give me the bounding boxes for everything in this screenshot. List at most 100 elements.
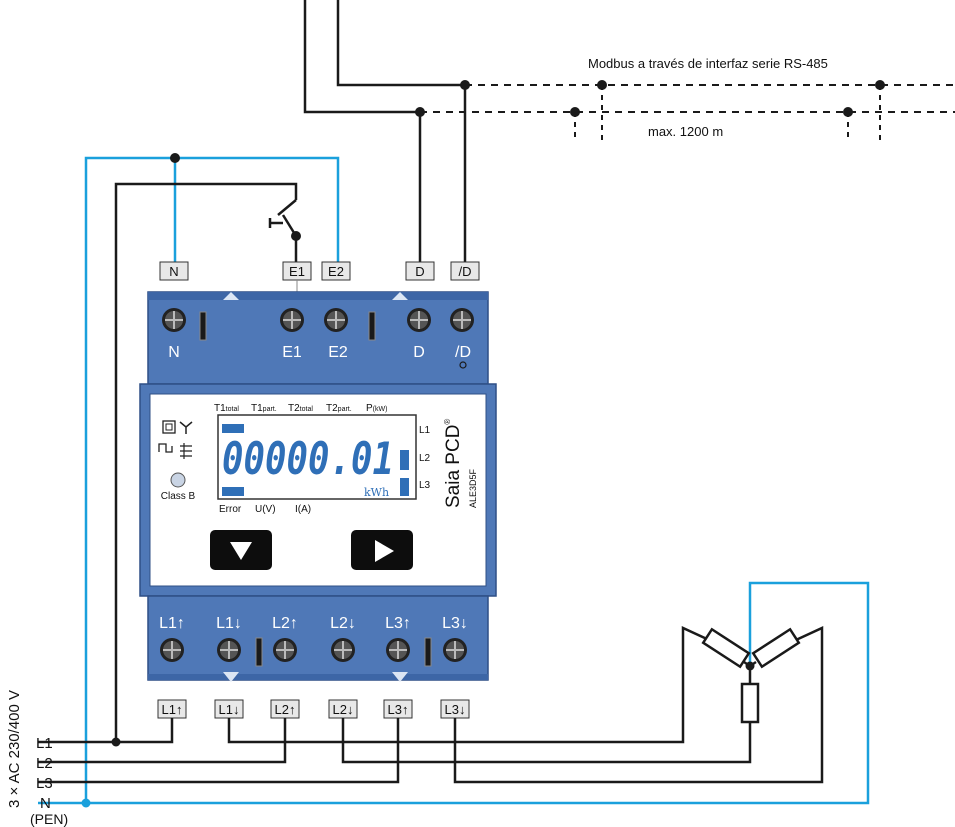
- lcd-screen: [217, 414, 417, 500]
- terminal-e2[interactable]: E2: [321, 261, 351, 281]
- svg-text:L3↓: L3↓: [442, 615, 468, 632]
- modbus-bus: [303, 0, 955, 262]
- svg-text:N: N: [40, 795, 51, 812]
- svg-text:L1↓: L1↓: [216, 615, 242, 632]
- screw-d[interactable]: [407, 308, 431, 332]
- screw-e2[interactable]: [324, 308, 348, 332]
- meter-top-labels: N E1 E2 D /D: [168, 344, 471, 369]
- svg-text:L3↓: L3↓: [445, 702, 466, 717]
- meter-bottom-labels: L1↑ L1↓ L2↑ L2↓ L3↑ L3↓: [159, 615, 468, 632]
- svg-text:L1: L1: [36, 735, 53, 752]
- supply-voltage-label: 3 × AC 230/400 V: [6, 690, 23, 808]
- terminal-l1-in[interactable]: L1↑: [157, 699, 187, 719]
- lcd-indicator-bottom: [222, 487, 244, 496]
- svg-text:I(A): I(A): [295, 504, 311, 515]
- transfer-icon: [180, 443, 192, 459]
- svg-text:L2↑: L2↑: [275, 702, 296, 717]
- svg-text:E2: E2: [328, 344, 348, 361]
- svg-text:L2: L2: [36, 755, 53, 772]
- terminal-l3-out[interactable]: L3↓: [440, 699, 470, 719]
- bottom-terminal-row: L1↑ L1↓ L2↑ L2↓ L3↑ L3↓: [157, 699, 470, 719]
- svg-text:L2: L2: [419, 453, 431, 464]
- brand-name: Saia PCD®: [443, 419, 464, 508]
- svg-text:D: D: [415, 264, 424, 279]
- l1-junction: [111, 737, 121, 747]
- svg-text:D: D: [413, 344, 425, 361]
- phase-labels: L1 L2 L3: [419, 425, 431, 491]
- screw-n[interactable]: [162, 308, 186, 332]
- svg-text:E1: E1: [282, 344, 302, 361]
- tariff-t1-part: T1part.: [251, 403, 277, 414]
- screw-l3-out[interactable]: [443, 638, 467, 662]
- lcd-phase-bar-l3: [400, 478, 409, 496]
- neutral-wiring: [38, 581, 870, 805]
- top-terminal-row: N E1 E2 D /D: [159, 261, 480, 281]
- svg-text:U(V): U(V): [255, 504, 276, 515]
- tariff-t2-part: T2part.: [326, 403, 352, 414]
- brand-model: ALE3D5F: [468, 468, 478, 508]
- svg-text:L3: L3: [419, 480, 431, 491]
- svg-text:L1↓: L1↓: [219, 702, 240, 717]
- terminal-d[interactable]: D: [405, 261, 435, 281]
- load-resistor-icon: [701, 627, 801, 724]
- lcd-reading: 00000.01: [222, 434, 394, 485]
- modbus-distance-label: max. 1200 m: [648, 124, 723, 139]
- display-bottom-labels: Error U(V) I(A): [219, 504, 311, 515]
- supply-labels: 3 × AC 230/400 V L1 L2 L3 N (PEN): [6, 690, 68, 827]
- square-icon: [162, 420, 176, 434]
- svg-text:E2: E2: [328, 264, 344, 279]
- meter-top-block: [147, 291, 489, 385]
- right-arrow-button[interactable]: [351, 530, 413, 570]
- terminal-e1[interactable]: E1: [282, 261, 312, 281]
- pulse-icon: [158, 443, 173, 453]
- led-indicator-icon: [170, 472, 186, 488]
- svg-text:/D: /D: [455, 344, 471, 361]
- lcd-phase-bar-l2: [400, 450, 409, 470]
- svg-text:E1: E1: [289, 264, 305, 279]
- screw-l3-in[interactable]: [386, 638, 410, 662]
- bottom-screws: [160, 637, 467, 667]
- svg-text:/D: /D: [459, 264, 472, 279]
- terminal-n[interactable]: N: [159, 261, 189, 281]
- screw-e1[interactable]: [280, 308, 304, 332]
- tariff-t2-total: T2total: [288, 403, 313, 414]
- star-point: [745, 661, 755, 671]
- svg-text:L3↑: L3↑: [388, 702, 409, 717]
- down-arrow-button[interactable]: [210, 530, 272, 570]
- svg-text:L1: L1: [419, 425, 431, 436]
- svg-text:L2↓: L2↓: [333, 702, 354, 717]
- class-label: Class B: [161, 491, 196, 502]
- tariff-labels: T1total T1part. T2total T2part. P(kW): [214, 403, 387, 414]
- top-junctions: [170, 153, 301, 241]
- tariff-t1-total: T1total: [214, 403, 239, 414]
- tariff-p-kw: P(kW): [366, 403, 387, 414]
- screw-l2-out[interactable]: [331, 638, 355, 662]
- terminal-l2-in[interactable]: L2↑: [270, 699, 300, 719]
- terminal-not-d[interactable]: /D: [450, 261, 480, 281]
- lcd-unit: kWh: [364, 486, 389, 499]
- terminal-l3-in[interactable]: L3↑: [383, 699, 413, 719]
- svg-text:L1↑: L1↑: [159, 615, 185, 632]
- star-connection-icon: [179, 421, 193, 434]
- svg-text:L2↑: L2↑: [272, 615, 298, 632]
- svg-text:L2↓: L2↓: [330, 615, 356, 632]
- terminal-l1-out[interactable]: L1↓: [214, 699, 244, 719]
- svg-text:N: N: [169, 264, 178, 279]
- top-screws: [162, 308, 474, 341]
- terminal-l2-out[interactable]: L2↓: [328, 699, 358, 719]
- screw-l1-out[interactable]: [217, 638, 241, 662]
- svg-text:L3: L3: [36, 775, 53, 792]
- top-wiring: [84, 156, 340, 806]
- screw-not-d[interactable]: [450, 308, 474, 332]
- modbus-junctions: [415, 80, 885, 117]
- modbus-label: Modbus a través de interfaz serie RS-485: [588, 56, 828, 71]
- svg-text:N: N: [168, 344, 180, 361]
- lcd-indicator-top: [222, 424, 244, 433]
- screw-l2-in[interactable]: [273, 638, 297, 662]
- meter-bottom-block: [147, 595, 489, 681]
- svg-text:(PEN): (PEN): [30, 811, 68, 827]
- svg-text:Error: Error: [219, 504, 242, 515]
- screw-l1-in[interactable]: [160, 638, 184, 662]
- n-junction: [81, 798, 91, 808]
